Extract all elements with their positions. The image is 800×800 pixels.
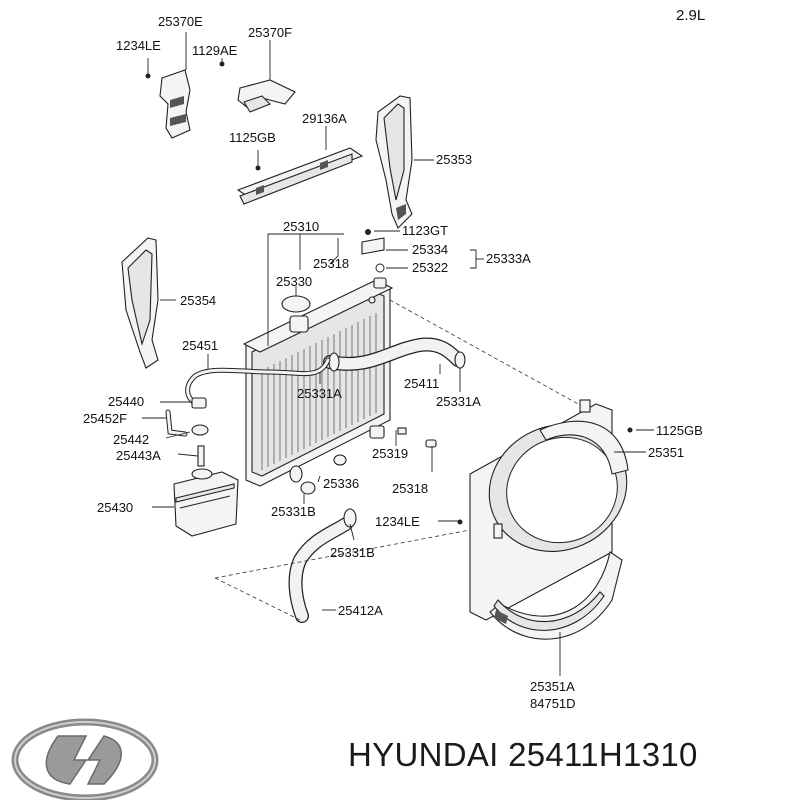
label-25452F: 25452F — [83, 411, 127, 426]
air-guard-25353 — [375, 95, 413, 229]
engine-label: 2.9L — [676, 7, 706, 24]
label-29136A: 29136A — [302, 111, 347, 126]
leader-lines — [142, 32, 654, 676]
hyundai-logo — [11, 718, 159, 800]
lower-shroud-25351A — [489, 551, 623, 640]
brand-name: HYUNDAI — [348, 736, 499, 773]
label-25336: 25336 — [323, 476, 359, 491]
label-25440: 25440 — [108, 394, 144, 409]
air-guard-25354 — [121, 237, 159, 369]
label-25331A-right: 25331A — [436, 394, 481, 409]
label-25318-bottom: 25318 — [392, 481, 428, 496]
upper-hose-25411 — [323, 337, 466, 372]
label-25310: 25310 — [283, 219, 319, 234]
bracket-25370F — [219, 58, 296, 113]
label-25334: 25334 — [412, 242, 448, 257]
radiator-cap-25330 — [281, 295, 311, 313]
label-25318-top: 25318 — [313, 256, 349, 271]
label-25333A: 25333A — [486, 251, 531, 266]
label-25331B-bottom: 25331B — [330, 545, 375, 560]
bar-29136A — [236, 147, 364, 205]
label-25354: 25354 — [180, 293, 216, 308]
label-25322: 25322 — [412, 260, 448, 275]
part-number: 25411H1310 — [508, 736, 698, 773]
label-25451: 25451 — [182, 338, 218, 353]
drain-parts — [289, 425, 437, 495]
reference-line-lower-2 — [214, 577, 301, 621]
label-25319: 25319 — [372, 446, 408, 461]
lower-hose-25412A — [288, 508, 357, 623]
label-1123GT: 1123GT — [402, 223, 448, 238]
reference-line-upper — [389, 299, 581, 406]
bolts — [361, 229, 633, 525]
label-25331A-left: 25331A — [297, 386, 342, 401]
bracket-25370E — [145, 58, 191, 139]
overflow-pipe-25451 — [185, 357, 331, 407]
part-labels: 25370E 1234LE 25370F 1129AE 29136A 1125G… — [83, 14, 703, 711]
label-25430: 25430 — [97, 500, 133, 515]
label-25412A: 25412A — [338, 603, 383, 618]
label-25370F: 25370F — [248, 25, 292, 40]
label-25442: 25442 — [113, 432, 149, 447]
label-25331B-left: 25331B — [271, 504, 316, 519]
label-25330: 25330 — [276, 274, 312, 289]
footer-title: HYUNDAI 25411H1310 — [348, 736, 698, 774]
label-84751D: 84751D — [530, 696, 576, 711]
radiator-25310 — [242, 277, 394, 487]
label-1125GB-top: 1125GB — [229, 130, 276, 145]
label-25351A: 25351A — [530, 679, 575, 694]
label-1234LE-top: 1234LE — [116, 38, 161, 53]
label-25370E: 25370E — [158, 14, 203, 29]
label-25351: 25351 — [648, 445, 684, 460]
label-1125GB-right: 1125GB — [656, 423, 703, 438]
label-25353: 25353 — [436, 152, 472, 167]
reference-line-lower — [214, 529, 471, 579]
label-1129AE: 1129AE — [192, 43, 238, 58]
fan-shroud-25351 — [469, 399, 629, 621]
reservoir-parts — [165, 397, 209, 467]
label-25443A: 25443A — [116, 448, 161, 463]
label-1234LE-right: 1234LE — [375, 514, 420, 529]
label-25411: 25411 — [404, 376, 439, 391]
reservoir-25430 — [173, 468, 239, 537]
